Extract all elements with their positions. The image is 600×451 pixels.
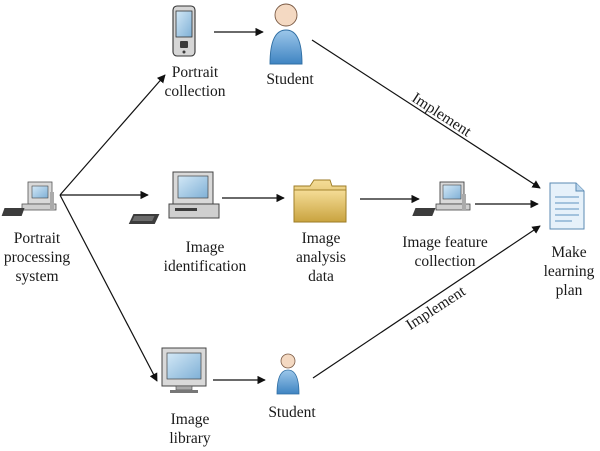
label-line: Image (185, 239, 225, 256)
edge-student-bottom-to-plan (312, 225, 541, 379)
node-label-image-analysis-data: Image analysis data (283, 229, 359, 286)
label-line: Student (266, 71, 314, 88)
edges (59, 27, 541, 385)
label-line: learning (543, 263, 595, 280)
user-icon (269, 3, 303, 65)
label-line: Portrait (13, 230, 61, 247)
node-label-portrait-processing-system: Portrait processing system (0, 229, 76, 286)
edge-system-to-portrait-collection (59, 74, 166, 196)
label-line: collection (164, 83, 226, 100)
label-line: data (308, 268, 334, 285)
desktop-computer-icon (412, 181, 471, 216)
label-line: Student (268, 404, 316, 421)
label-line: Image feature (402, 234, 488, 251)
label-line: collection (414, 253, 476, 270)
desktop-computer-icon (1, 181, 57, 216)
node-label-image-library: Image library (152, 410, 228, 448)
label-line: library (169, 430, 211, 447)
edge-system-to-image-library (59, 194, 158, 382)
node-label-make-learning-plan: Make learning plan (537, 243, 600, 300)
label-line: Portrait (171, 64, 219, 81)
label-line: Image (301, 230, 341, 247)
node-label-image-feature-collection: Image feature collection (390, 233, 500, 271)
node-label-student-top: Student (250, 70, 330, 89)
monitor-icon (161, 347, 207, 393)
label-line: analysis (296, 249, 346, 266)
label-line: processing (3, 249, 71, 266)
node-label-portrait-collection: Portrait collection (154, 63, 236, 101)
label-line: plan (555, 282, 583, 299)
workstation-computer-icon (128, 171, 220, 224)
user-icon (276, 353, 300, 395)
label-line: Make (551, 244, 587, 261)
mobile-phone-icon (172, 5, 196, 57)
edge-student-top-to-plan (311, 39, 541, 189)
node-label-image-identification: Image identification (150, 238, 260, 276)
label-line: system (15, 268, 59, 285)
folder-icon (293, 179, 347, 223)
label-line: Image (170, 411, 210, 428)
node-label-student-bottom: Student (252, 403, 332, 422)
label-line: identification (163, 258, 247, 275)
document-icon (549, 182, 585, 230)
